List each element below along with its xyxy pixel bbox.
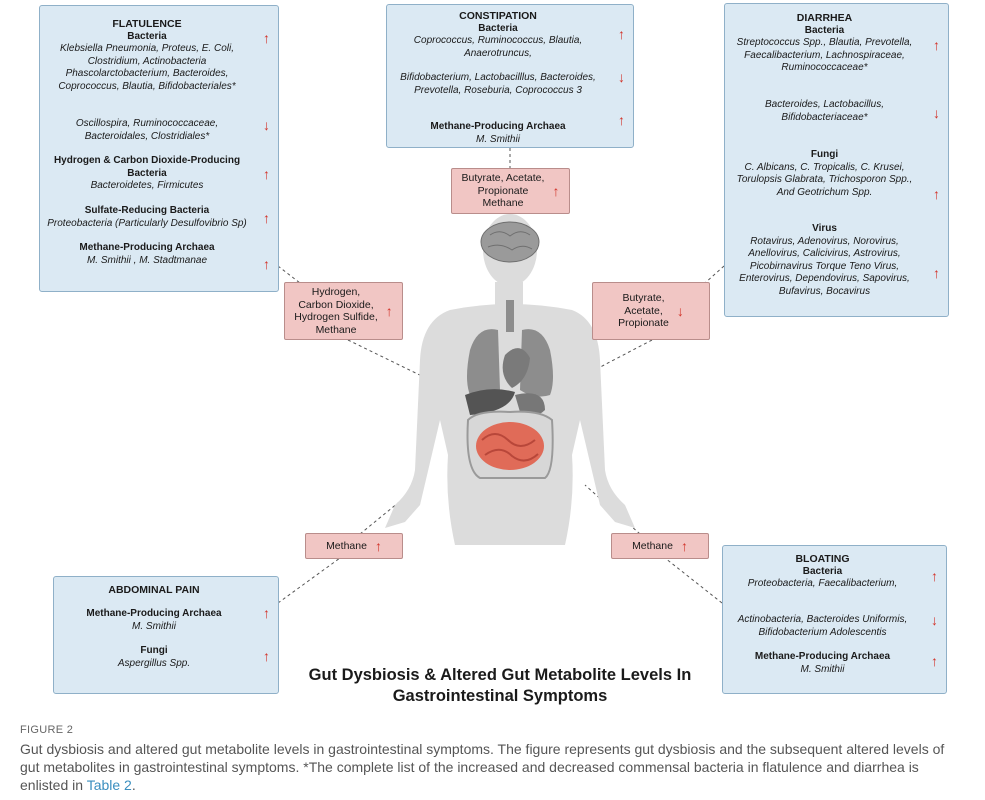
flatulence-box: FLATULENCE Bacteria Klebsiella Pneumonia…: [39, 5, 279, 292]
increase-arrow-icon: ↑: [618, 26, 625, 42]
heart-icon: [502, 348, 530, 388]
increase-arrow-icon: ↑: [263, 648, 270, 664]
increase-arrow-icon: ↑: [263, 210, 270, 226]
flatulence-sulfate-section: Sulfate-Reducing Bacteria Proteobacteria…: [47, 205, 247, 229]
bloating-title: BLOATING: [795, 553, 850, 565]
abdominal-methane-section: Methane-Producing Archaea M. Smithii: [86, 608, 222, 632]
table-2-link[interactable]: Table 2: [86, 777, 132, 793]
metabolite-box-constipation: Butyrate, Acetate, Propionate Methane ↑: [451, 168, 570, 214]
flatulence-methane-section: Methane-Producing Archaea M. Smithii , M…: [79, 242, 215, 266]
flatulence-bacteria-heading: Bacteria: [127, 30, 167, 42]
lungs-icon: [467, 300, 553, 397]
flatulence-decreased-bacteria: Oscillospira, Ruminococcaceae, Bacteroid…: [75, 118, 219, 142]
metabolite-box-diarrhea: Butyrate, Acetate, Propionate ↓: [592, 282, 710, 340]
flatulence-h2-co2-section: Hydrogen & Carbon Dioxide-Producing Bact…: [53, 155, 241, 191]
constipation-increased-bacteria: Coprococcus, Ruminococcus, Blautia, Anae…: [413, 35, 583, 59]
diarrhea-increased-bacteria: Streptococcus Spp., Blautia, Prevotella,…: [736, 37, 913, 73]
increase-arrow-icon: ↑: [618, 112, 625, 128]
increase-arrow-icon: ↑: [263, 30, 270, 46]
increase-arrow-icon: ↑: [933, 265, 940, 281]
metabolite-box-bloating: Methane ↑: [611, 533, 709, 559]
decrease-arrow-icon: ↓: [676, 303, 684, 319]
increase-arrow-icon: ↑: [931, 653, 938, 669]
metabolite-box-abdominal-pain: Methane ↑: [305, 533, 403, 559]
decrease-arrow-icon: ↓: [933, 105, 940, 121]
increase-arrow-icon: ↑: [374, 538, 382, 554]
bloating-box: BLOATING Bacteria Proteobacteria, Faecal…: [722, 545, 947, 694]
metabolite-box-flatulence: Hydrogen, Carbon Dioxide, Hydrogen Sulfi…: [284, 282, 403, 340]
increase-arrow-icon: ↑: [680, 538, 688, 554]
figure-caption: Gut dysbiosis and altered gut metabolite…: [20, 740, 965, 794]
figure-label: FIGURE 2: [20, 724, 74, 736]
diarrhea-bacteria-up-section: DIARRHEA Bacteria Streptococcus Spp., Bl…: [731, 12, 918, 75]
constipation-decreased-bacteria: Bifidobacterium, Lactobacilllus, Bactero…: [400, 72, 596, 96]
decrease-arrow-icon: ↓: [263, 117, 270, 133]
caption-end: .: [131, 777, 136, 793]
intestines-icon: [466, 410, 554, 479]
abdominal-fungi-section: Fungi Aspergillus Spp.: [117, 645, 191, 669]
brain-icon: [480, 221, 540, 263]
abdominal-pain-box: ABDOMINAL PAIN Methane-Producing Archaea…: [53, 576, 279, 694]
decrease-arrow-icon: ↓: [931, 612, 938, 628]
decrease-arrow-icon: ↓: [618, 69, 625, 85]
diarrhea-virus-section: Virus Rotavirus, Adenovirus, Norovirus, …: [739, 223, 910, 297]
abdominal-pain-title-section: ABDOMINAL PAIN: [60, 584, 248, 597]
liver-icon: [465, 389, 515, 415]
bloating-bacteria-up-section: BLOATING Bacteria Proteobacteria, Faecal…: [729, 553, 916, 591]
increase-arrow-icon: ↑: [263, 256, 270, 272]
flatulence-title: FLATULENCE: [112, 18, 182, 30]
diarrhea-title: DIARRHEA: [796, 12, 853, 24]
increase-arrow-icon: ↑: [931, 568, 938, 584]
constipation-bacteria-up-section: CONSTIPATION Bacteria Coprococcus, Rumin…: [393, 10, 603, 60]
increase-arrow-icon: ↑: [263, 605, 270, 621]
increase-arrow-icon: ↑: [933, 186, 940, 202]
flatulence-increased-bacteria: Klebsiella Pneumonia, Proteus, E. Coli, …: [58, 43, 236, 92]
diarrhea-fungi-section: Fungi C. Albicans, C. Tropicalis, C. Kru…: [736, 149, 913, 198]
constipation-title: CONSTIPATION: [459, 10, 537, 22]
stomach-icon: [515, 393, 545, 416]
increase-arrow-icon: ↑: [933, 37, 940, 53]
bloating-decreased-bacteria: Actinobacteria, Bacteroides Uniformis, B…: [737, 614, 908, 638]
increase-arrow-icon: ↑: [263, 166, 270, 182]
bloating-increased-bacteria: Proteobacteria, Faecalibacterium,: [747, 578, 898, 589]
increase-arrow-icon: ↑: [385, 303, 393, 319]
increase-arrow-icon: ↑: [552, 183, 560, 199]
constipation-box: CONSTIPATION Bacteria Coprococcus, Rumin…: [386, 4, 634, 148]
diagram-title: Gut Dysbiosis & Altered Gut Metabolite L…: [308, 666, 692, 705]
bloating-methane-section: Methane-Producing Archaea M. Smithii: [754, 651, 891, 675]
caption-text: Gut dysbiosis and altered gut metabolite…: [20, 741, 945, 793]
flatulence-bacteria-up-section: FLATULENCE Bacteria Klebsiella Pneumonia…: [46, 18, 248, 93]
diarrhea-box: DIARRHEA Bacteria Streptococcus Spp., Bl…: [724, 3, 949, 317]
diarrhea-decreased-bacteria: Bacteroides, Lactobacillus, Bifidobacter…: [765, 99, 884, 123]
constipation-methane-section: Methane-Producing Archaea M. Smithii: [430, 121, 566, 145]
abdominal-pain-title: ABDOMINAL PAIN: [108, 584, 200, 596]
